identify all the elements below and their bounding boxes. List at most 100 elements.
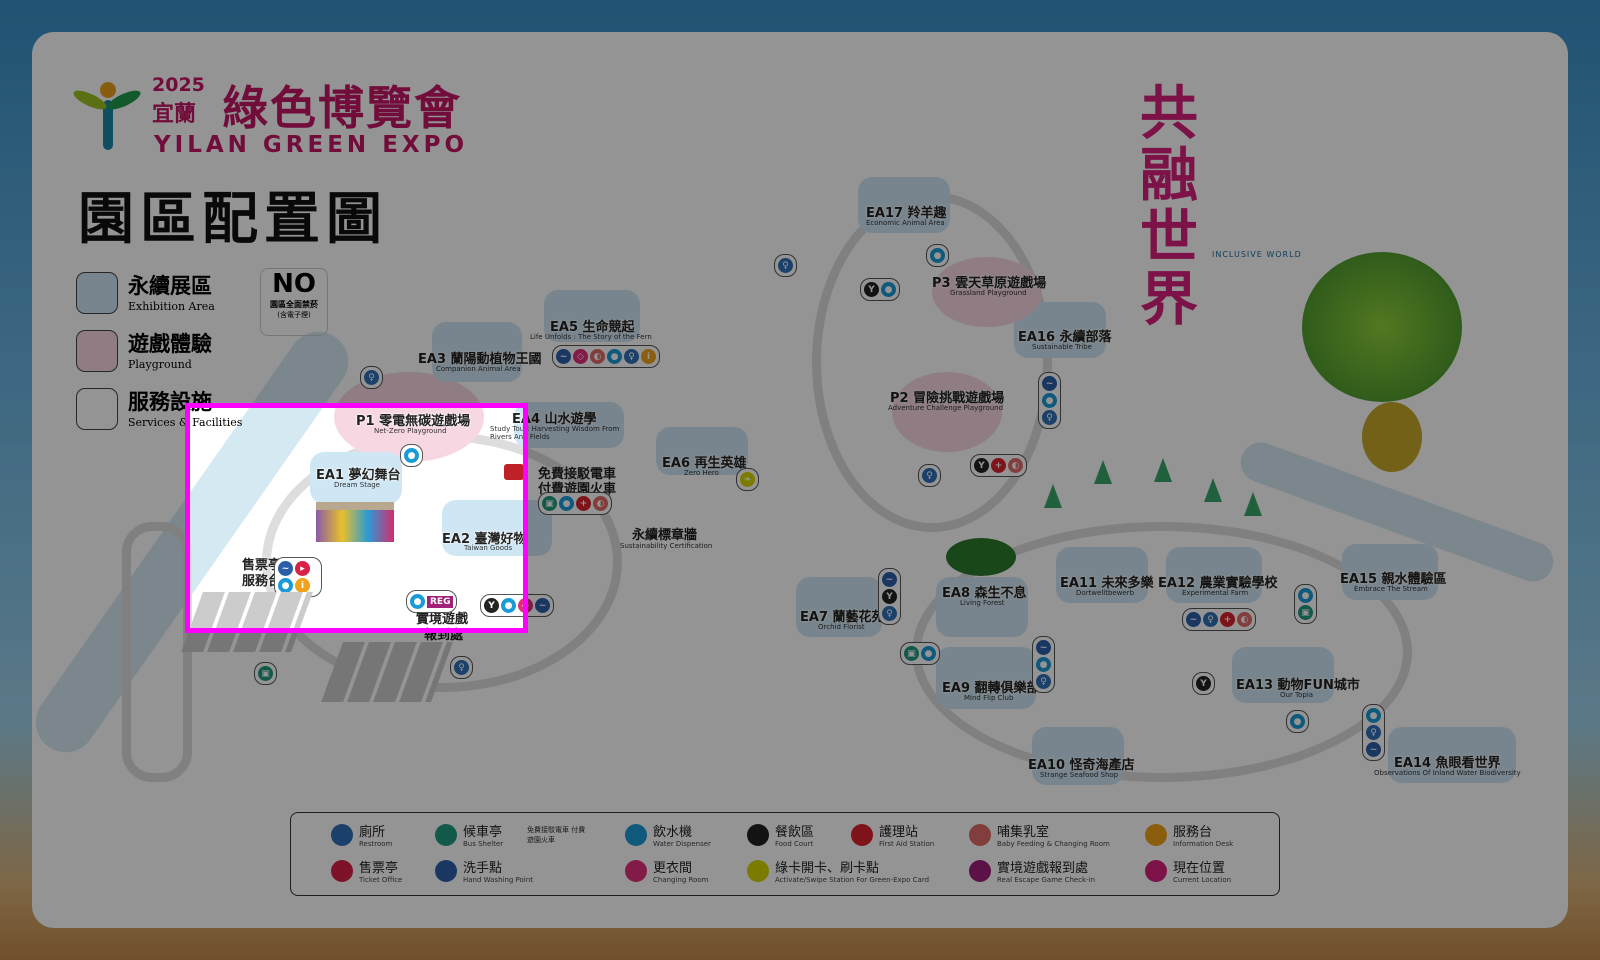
facility-pill[interactable]: ● [926,244,949,267]
key-exhibition-en: Exhibition Area [128,300,215,313]
area-p2-en: Adventure Challenge Playground [888,404,1004,412]
area-ea13[interactable]: EA13 動物FUN城市 [1236,678,1360,693]
restroom-icon: ♀ [364,370,379,385]
area-ea1[interactable]: EA1 夢幻舞台 [316,468,401,483]
ea2-zone [442,500,552,556]
food-court-icon: Y [484,598,499,613]
facility-pill[interactable]: Y● [860,278,900,301]
area-ea10[interactable]: EA10 怪奇海產店 [1028,758,1135,773]
info-icon [1145,823,1167,846]
ea13-zone [1232,647,1334,703]
shuttle-stop-label: 免費接駁電車 [538,467,617,482]
bus-shelter-icon: ▣ [258,666,273,681]
legend-label: 護理站 [879,825,919,840]
hand-wash-icon: ~ [556,349,571,364]
baby-feeding-icon: ◐ [590,349,605,364]
area-ea17[interactable]: EA17 羚羊趣 [866,206,947,221]
area-p3[interactable]: P3 雲天草原遊戲場 [932,276,1047,291]
water-drop-icon: ● [921,646,936,661]
area-ea11-en: Dortwelltbewerb [1076,589,1135,597]
area-ea6[interactable]: EA6 再生英雄 [662,456,747,471]
p3-zone [932,257,1042,327]
sustainability-wall[interactable]: 永續標章牆 [632,528,698,543]
dim-overlay [0,633,1600,960]
facility-pill[interactable]: ●♀~ [1362,704,1385,761]
facility-pill[interactable]: ~Y♀ [878,568,901,625]
area-ea14-en: Observations Of Inland Water Biodiversit… [1374,769,1521,777]
area-ea8[interactable]: EA8 森生不息 [942,586,1027,601]
facility-pill[interactable]: ▣● [900,642,940,665]
ea8-zone [936,577,1028,637]
legend-label-en: Activate/Swipe Station For Green-Expo Ca… [775,876,930,884]
facility-pill[interactable]: Y [1192,672,1215,695]
legend-label: 哺集乳室 [997,825,1050,840]
slogan-en: INCLUSIVE WORLD [1212,250,1302,259]
area-ea12-en: Experimental Farm [1182,589,1249,597]
expo-logo-icon [71,82,143,152]
logo-title-en: YILAN GREEN EXPO [154,132,469,158]
baby-feeding-icon: ◐ [1008,458,1023,473]
facility-pill[interactable]: ♀ [360,366,383,389]
no-smoking-icon: NO [272,269,316,299]
no-smoking-sign: NO 園區全面禁菸 (含電子煙) [260,268,328,336]
area-ea15-en: Embrace The Stream [1354,585,1428,593]
facility-pill[interactable]: ~▸●i [274,557,322,597]
facility-pill[interactable]: ● [400,444,423,467]
ea9-zone [936,647,1036,709]
facility-pill[interactable]: Y+◐ [970,454,1027,477]
food-court-icon: Y [974,458,989,473]
facility-pill[interactable]: ~●♀ [1032,636,1055,693]
water-drop-icon: ● [278,578,293,593]
bus-shelter-icon: ▣ [904,646,919,661]
facility-pill[interactable]: ~♀+◐ [1182,608,1256,631]
area-ea7[interactable]: EA7 蘭藝花苑 [800,610,885,625]
area-ea3[interactable]: EA3 蘭陽動植物王國 [418,352,542,367]
water-drop-icon: ● [559,496,574,511]
facility-pill[interactable]: ●▣ [1294,584,1317,624]
legend-label: 更衣間 [653,861,693,876]
facility-pill[interactable]: ♀ [774,254,797,277]
area-ea16[interactable]: EA16 永續部落 [1018,330,1112,345]
area-p1[interactable]: P1 零電無碳遊戲場 [356,414,471,429]
facility-pill[interactable]: ❧ [736,468,759,491]
legend-label-en: Bus Shelter [463,840,504,848]
ea11-zone [1056,547,1148,603]
bus-shelter-icon: ▣ [542,496,557,511]
first-aid-icon: + [991,458,1006,473]
ea15-zone [1342,544,1438,600]
facility-pill[interactable]: ● [1286,710,1309,733]
facility-pill[interactable]: ♀ [450,656,473,679]
facility-pill[interactable]: ●REG [406,590,458,613]
legend-label-en: Hand Washing Point [463,876,533,884]
facility-pill[interactable]: ~●♀ [1038,372,1061,429]
area-ea15[interactable]: EA15 親水體驗區 [1340,572,1447,587]
water-drop-icon: ● [930,248,945,263]
key-playground-en: Playground [128,358,192,371]
facility-pill[interactable]: ♀ [918,464,941,487]
area-ea4[interactable]: EA4 山水遊學 [512,412,597,427]
hand-wash-icon: ~ [1366,742,1381,757]
tree-icon [1094,460,1112,484]
water-drop-icon: ● [881,282,896,297]
area-ea11[interactable]: EA11 未來多樂 [1060,576,1154,591]
restroom-icon: ♀ [922,468,937,483]
area-p2[interactable]: P2 冒險挑戰遊戲場 [890,391,1005,406]
area-ea5[interactable]: EA5 生命競起 [550,320,635,335]
facility-pill[interactable]: Y●◇~ [480,594,554,617]
area-ea2[interactable]: EA2 臺灣好物 [442,532,527,547]
area-ea12[interactable]: EA12 農業實驗學校 [1158,576,1278,591]
facility-pill[interactable]: ▣ [254,662,277,685]
ticket-booth-label: 售票亭 [242,558,282,573]
legend-label-en: Real Escape Game Check-in [997,876,1096,884]
area-ea9[interactable]: EA9 翻轉俱樂部 [942,681,1040,696]
area-ea3-en: Companion Animal Area [436,365,521,373]
leaf-card-icon: ❧ [740,472,755,487]
facility-pill[interactable]: ~◇◐●♀i [552,345,660,368]
facility-pill[interactable]: ▣●+◐ [538,492,612,515]
area-ea14[interactable]: EA14 魚眼看世界 [1394,756,1501,771]
